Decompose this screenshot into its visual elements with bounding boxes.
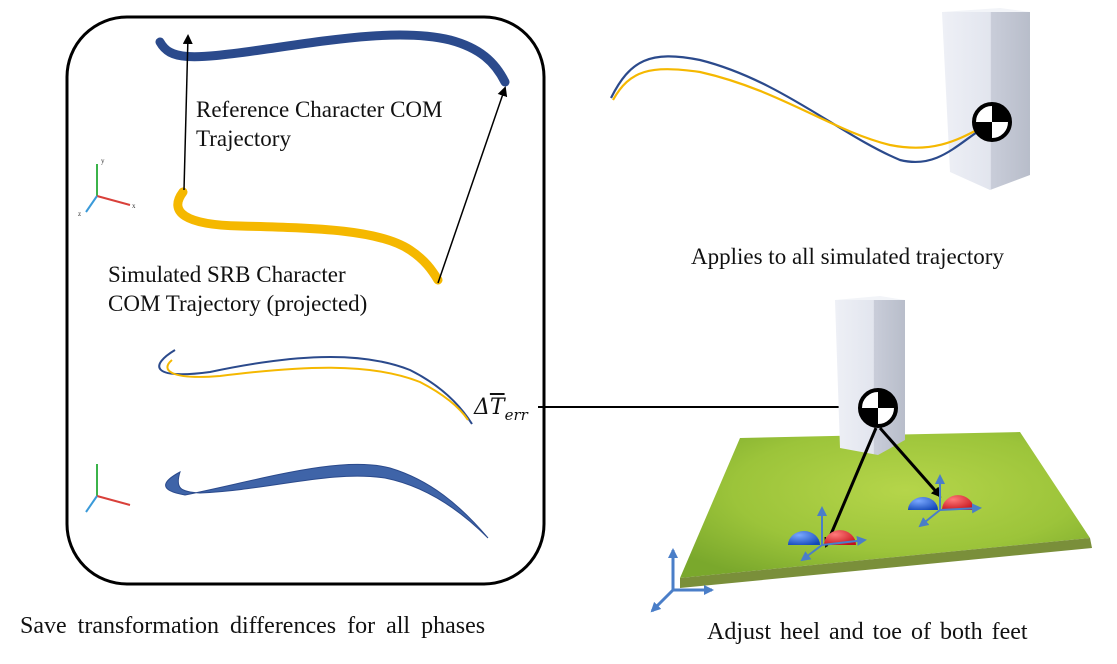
- reference-label: Reference Character COM Trajectory: [196, 95, 443, 153]
- axes-gizmo-upper: [85, 164, 131, 213]
- delta-t-symbol: T: [489, 395, 505, 420]
- left-foot: [788, 506, 867, 562]
- simulated-com-curve: [173, 187, 443, 285]
- correspondence-arrow-end: [437, 86, 508, 284]
- overlaid-simulated-thin: [166, 359, 469, 421]
- reference-label-line2: Trajectory: [196, 126, 291, 151]
- right-toe-dome: [942, 495, 974, 510]
- axis-label-z: z: [78, 210, 81, 218]
- overlaid-reference-thin: [158, 349, 473, 425]
- delta-t-err-label: ΔTerr: [474, 393, 528, 424]
- com-marker-upper: [972, 102, 1012, 142]
- upper-reference-curve: [610, 55, 994, 163]
- applies-caption: Applies to all simulated trajectory: [691, 244, 1004, 269]
- upper-simulated-curve: [612, 68, 994, 149]
- left-heel-dome: [788, 531, 820, 545]
- right-heel-dome: [908, 497, 938, 510]
- upper-pillar: [942, 8, 1030, 190]
- world-axes-gizmo: [650, 548, 714, 613]
- simulated-label: Simulated SRB Character COM Trajectory (…: [108, 260, 367, 318]
- lower-pillar: [835, 296, 905, 455]
- com-to-right-foot-arrow: [878, 427, 942, 498]
- ground-plane: [680, 432, 1090, 578]
- delta-symbol: Δ: [474, 395, 490, 420]
- reference-com-curve: [155, 30, 510, 87]
- simulated-label-line1: Simulated SRB Character: [108, 262, 346, 287]
- phase-panel: [65, 15, 546, 586]
- com-to-left-foot-arrow: [824, 427, 878, 548]
- delta-subscript: err: [504, 406, 528, 424]
- transformation-ribbon: [165, 463, 489, 539]
- axes-gizmo-lower: [85, 464, 131, 513]
- com-marker-lower: [858, 388, 898, 428]
- reference-label-line1: Reference Character COM: [196, 97, 443, 122]
- axis-label-y: y: [101, 157, 105, 165]
- correspondence-arrow-start: [182, 34, 193, 191]
- right-foot: [908, 474, 982, 528]
- adjust-caption: Adjust heel and toe of both feet: [707, 619, 1028, 645]
- simulated-label-line2: COM Trajectory (projected): [108, 291, 368, 316]
- save-caption: Save transformation differences for all …: [20, 613, 486, 639]
- ground-edge: [680, 538, 1092, 588]
- axis-label-x: x: [132, 202, 136, 210]
